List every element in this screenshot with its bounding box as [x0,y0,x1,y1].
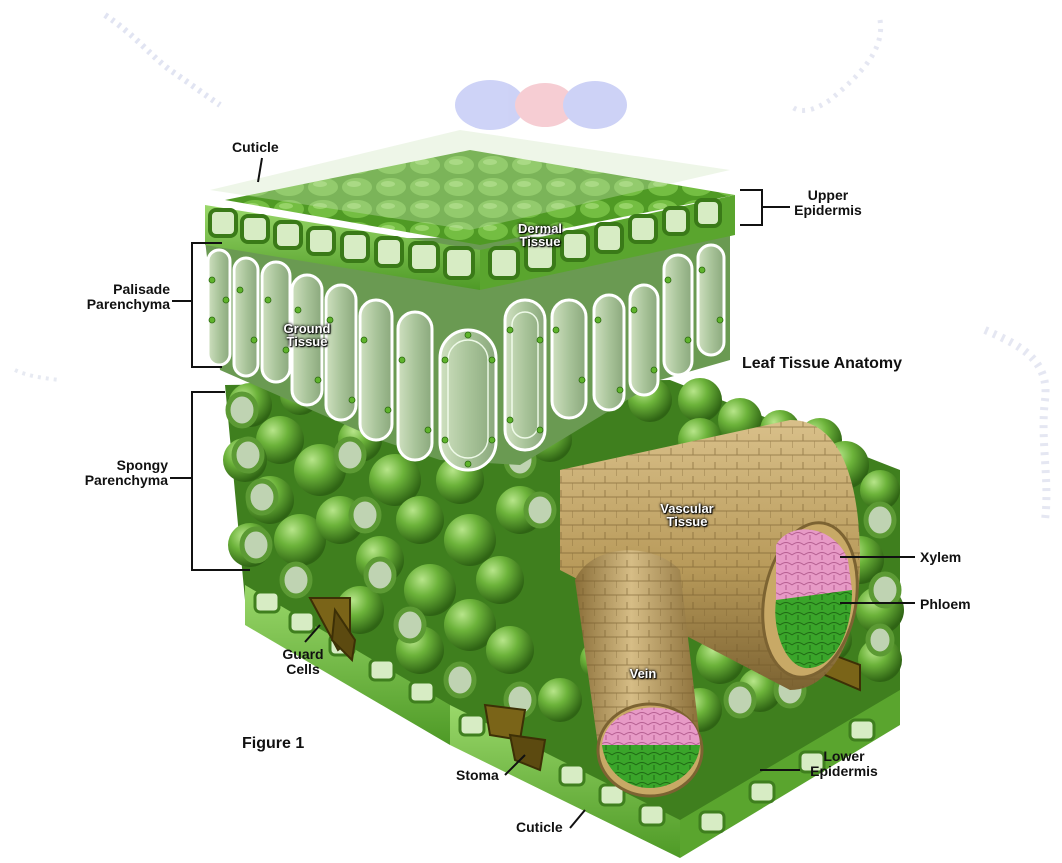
upper-epidermis-label: Upper Epidermis [790,188,866,218]
palisade-label-line2: Parenchyma [64,297,170,312]
guard-cells-label: Guard Cells [272,647,334,677]
lower-epidermis-label: Lower Epidermis [804,749,884,779]
stoma-label: Stoma [456,768,499,783]
guard-label-line1: Guard [272,647,334,662]
vein-label: Vein [618,667,668,680]
spongy-parenchyma-label: Spongy Parenchyma [64,458,168,488]
vascular-label-line2: Tissue [650,515,724,528]
cuticle-top-label: Cuticle [232,140,279,155]
phloem-label: Phloem [920,597,971,612]
spongy-label-line2: Parenchyma [64,473,168,488]
guard-label-line2: Cells [272,662,334,677]
spongy-label-line1: Spongy [64,458,168,473]
upper-epidermis-label-line1: Upper [790,188,866,203]
palisade-label-line1: Palisade [64,282,170,297]
palisade-parenchyma-label: Palisade Parenchyma [64,282,170,312]
upper-epidermis-label-line2: Epidermis [790,203,866,218]
dermal-label-line2: Tissue [510,235,570,248]
vascular-tissue-label: Vascular Tissue [650,502,724,528]
ground-label-line2: Tissue [272,335,342,348]
lower-epidermis-label-line2: Epidermis [804,764,884,779]
dermal-tissue-label: Dermal Tissue [510,222,570,248]
lower-epidermis-label-line1: Lower [804,749,884,764]
diagram-title: Leaf Tissue Anatomy [742,356,902,371]
xylem-label: Xylem [920,550,961,565]
ground-tissue-label: Ground Tissue [272,322,342,348]
figure-caption: Figure 1 [242,736,304,751]
cuticle-bottom-label: Cuticle [516,820,563,835]
